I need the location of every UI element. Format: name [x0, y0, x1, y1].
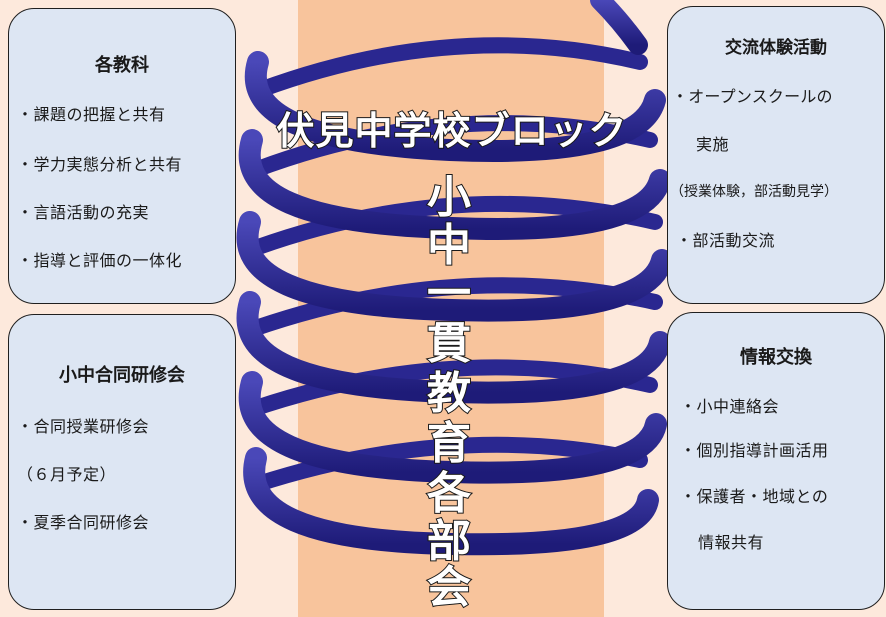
box-joint-training-item-3: ・夏季合同研修会 [17, 513, 150, 532]
coil-top-tail [590, 0, 648, 55]
box-info-item-1: ・小中連絡会 [680, 397, 780, 416]
vertical-title-char-7: 各 [426, 468, 472, 519]
coil-turn-5 [238, 371, 667, 484]
coil-turn-back-1 [252, 37, 648, 98]
vertical-title-char-2: 中 [426, 220, 472, 271]
coil-turn-3 [236, 211, 673, 322]
box-info-title: 情報交換 [740, 347, 812, 368]
vertical-title-char-5: 教 [426, 368, 472, 419]
coil-turn-2 [238, 129, 671, 240]
box-subjects-item-1: ・課題の把握と共有 [17, 105, 166, 124]
box-exchange-item-3: （授業体験，部活動見学） [670, 184, 838, 200]
box-joint-training-item-2: （６月予定） [17, 465, 117, 484]
block-title: 伏見中学校ブロック [275, 108, 628, 154]
vertical-title-char-6: 育 [426, 418, 472, 469]
coil-turn-1 [244, 51, 666, 162]
box-joint-training-title: 小中合同研修会 [59, 365, 185, 386]
coil-turn-4 [236, 291, 671, 404]
box-info-item-3: ・保護者・地域との [680, 487, 829, 506]
box-info-item-4: 情報共有 [698, 533, 765, 552]
box-info-item-2: ・個別指導計画活用 [680, 441, 829, 460]
box-subjects-item-2: ・学力実態分析と共有 [17, 155, 183, 174]
box-joint-training-item-1: ・合同授業研修会 [17, 417, 150, 436]
box-exchange: 交流体験活動 ・オープンスクールの 実施 （授業体験，部活動見学） ・部活動交流 [667, 6, 885, 304]
box-subjects: 各教科 ・課題の把握と共有 ・学力実態分析と共有 ・言語活動の充実 ・指導と評価… [8, 8, 236, 304]
box-info: 情報交換 ・小中連絡会 ・個別指導計画活用 ・保護者・地域との 情報共有 [667, 312, 885, 610]
box-exchange-item-1: ・オープンスクールの [672, 87, 833, 106]
vertical-title-char-1: 小 [426, 172, 472, 223]
box-subjects-item-3: ・言語活動の充実 [17, 203, 150, 222]
box-subjects-item-4: ・指導と評価の一体化 [17, 251, 183, 270]
vertical-title-char-3: 一 [426, 268, 472, 319]
box-exchange-item-4: ・部活動交流 [676, 231, 776, 250]
vertical-title-char-8: 部 [426, 516, 472, 567]
coil-turn-6 [243, 447, 659, 556]
vertical-title-char-4: 貫 [426, 318, 472, 369]
box-exchange-item-2: 実施 [696, 135, 730, 154]
coil-turn-back-6 [247, 436, 648, 493]
box-exchange-title: 交流体験活動 [725, 38, 827, 58]
vertical-title-char-9: 会 [426, 562, 472, 613]
box-subjects-title: 各教科 [95, 55, 149, 76]
box-joint-training: 小中合同研修会 ・合同授業研修会 （６月予定） ・夏季合同研修会 [8, 314, 236, 610]
